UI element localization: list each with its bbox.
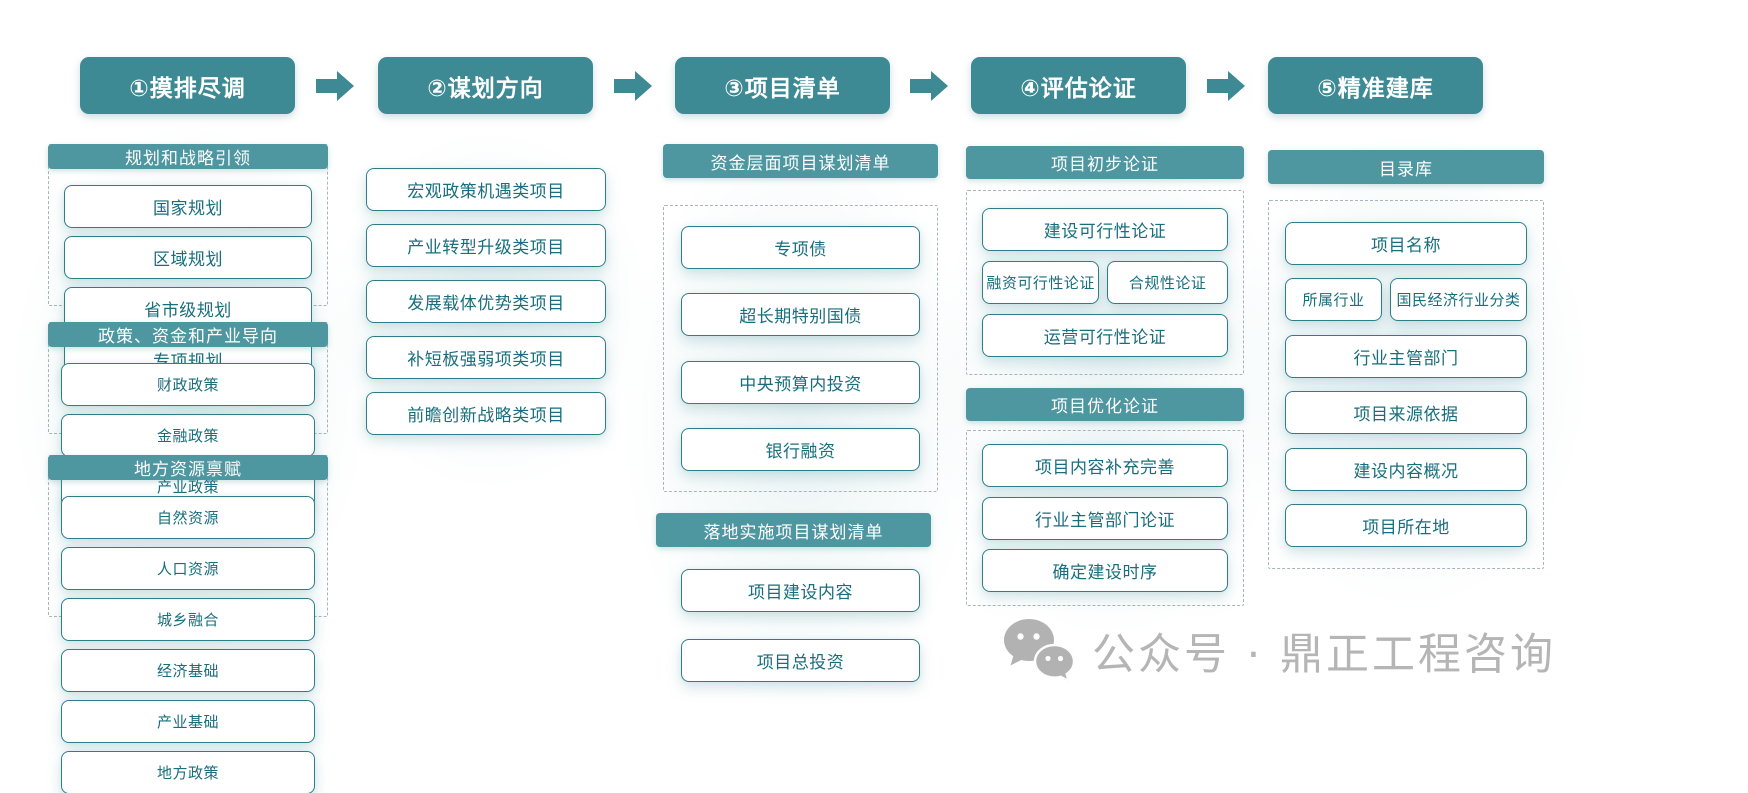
item-box: 国家规划 [64, 185, 312, 228]
item-box: 专项债 [681, 226, 920, 269]
dashed-group-funding-list: 专项债 超长期特别国债 中央预算内投资 银行融资 [663, 205, 938, 492]
item-box: 项目所在地 [1285, 503, 1527, 547]
step-header-4: ④评估论证 [971, 57, 1186, 114]
dashed-group-policy-funding: 政策、资金和产业导向 财政政策 金融政策 产业政策 [48, 322, 328, 508]
item-box: 行业主管部门 [1285, 334, 1527, 378]
dashed-group-catalog: 项目名称 所属行业 国民经济行业分类 行业主管部门 项目来源依据 建设内容概况 … [1268, 200, 1544, 569]
direction-item-list: 宏观政策机遇类项目 产业转型升级类项目 发展载体优势类项目 补短板强弱项类项目 … [366, 168, 606, 435]
item-box: 项目来源依据 [1285, 391, 1527, 435]
item-box: 发展载体优势类项目 [366, 280, 606, 323]
item-box: 确定建设时序 [982, 549, 1228, 592]
item-box: 补短板强弱项类项目 [366, 336, 606, 379]
dashed-group-planning-strategy: 规划和战略引领 国家规划 区域规划 省市级规划 专项规划 [48, 144, 328, 381]
group-title-band: 地方资源禀赋 [48, 455, 328, 480]
item-box: 超长期特别国债 [681, 293, 920, 337]
item-box: 人口资源 [61, 547, 315, 590]
item-box: 经济基础 [61, 649, 315, 692]
item-box: 运营可行性论证 [982, 314, 1228, 357]
watermark: 公众号 · 鼎正工程咨询 [1002, 612, 1556, 690]
item-box: 中央预算内投资 [681, 360, 920, 404]
item-box: 所属行业 [1285, 278, 1382, 322]
group-title-band: 落地实施项目谋划清单 [656, 513, 931, 547]
item-box: 财政政策 [61, 363, 315, 406]
item-box: 金融政策 [61, 414, 315, 457]
group-title-band: 项目初步论证 [966, 146, 1244, 179]
watermark-text: 公众号 · 鼎正工程咨询 [1092, 630, 1557, 680]
item-box: 项目名称 [1285, 222, 1527, 265]
arrow-right-icon [1205, 71, 1249, 101]
item-box: 合规性论证 [1107, 261, 1228, 304]
item-box: 银行融资 [681, 427, 920, 471]
group-title-band: 政策、资金和产业导向 [48, 322, 328, 347]
dashed-group-local-resources: 地方资源禀赋 自然资源 人口资源 城乡融合 经济基础 产业基础 地方政策 [48, 455, 328, 793]
item-box: 行业主管部门论证 [982, 496, 1228, 540]
item-box: 产业转型升级类项目 [366, 224, 606, 267]
item-box: 自然资源 [61, 496, 315, 539]
group-title-band: 项目优化论证 [966, 388, 1244, 421]
dashed-group-initial-evaluation: 建设可行性论证 融资可行性论证 合规性论证 运营可行性论证 [966, 190, 1244, 375]
arrow-right-icon [908, 71, 952, 101]
group-title-band: 资金层面项目谋划清单 [663, 144, 938, 178]
group-title-band: 规划和战略引领 [48, 144, 328, 169]
step-header-2: ②谋划方向 [378, 57, 593, 114]
item-box: 项目建设内容 [681, 569, 920, 612]
arrow-right-icon [612, 71, 656, 101]
item-box: 融资可行性论证 [982, 261, 1100, 304]
item-box: 建设可行性论证 [982, 208, 1228, 251]
item-box: 国民经济行业分类 [1390, 278, 1527, 322]
item-box: 地方政策 [61, 751, 315, 793]
step-header-1: ①摸排尽调 [80, 57, 295, 114]
item-box: 产业基础 [61, 700, 315, 743]
arrow-right-icon [314, 71, 358, 101]
group-title-band: 目录库 [1268, 150, 1544, 184]
dashed-group-optimization: 项目内容补充完善 行业主管部门论证 确定建设时序 [966, 430, 1244, 606]
item-box: 建设内容概况 [1285, 447, 1527, 491]
wechat-icon [1004, 619, 1076, 684]
item-box: 区域规划 [64, 236, 312, 279]
step-header-3: ③项目清单 [675, 57, 890, 114]
item-box: 城乡融合 [61, 598, 315, 641]
item-box: 项目内容补充完善 [982, 444, 1228, 487]
item-box: 宏观政策机遇类项目 [366, 168, 606, 211]
item-box: 前瞻创新战略类项目 [366, 392, 606, 435]
item-box: 项目总投资 [681, 639, 920, 682]
step-header-5: ⑤精准建库 [1268, 57, 1483, 114]
